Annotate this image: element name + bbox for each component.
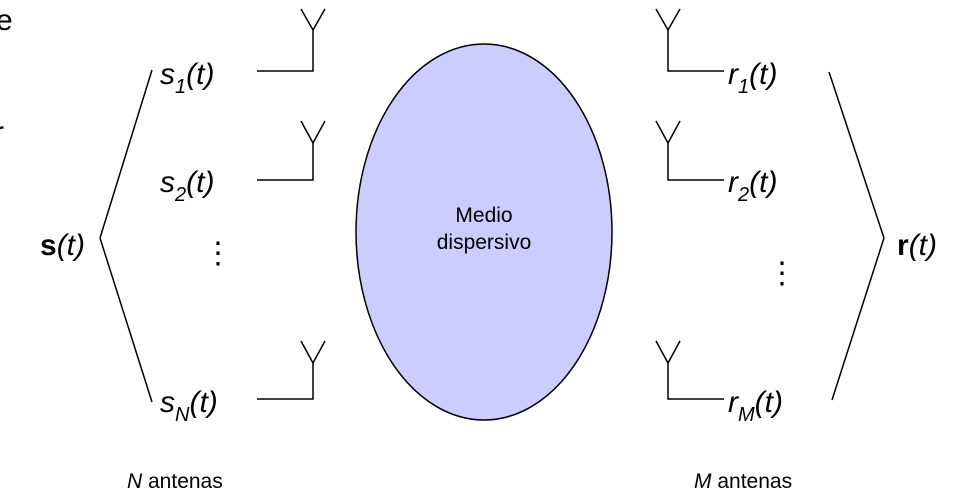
rx-antenna-count-caption: M antenas xyxy=(694,470,792,493)
tx-antenna-count-caption: N antenas xyxy=(127,470,223,493)
medium-label-line1: Medio xyxy=(455,204,512,227)
rx-antenna-m xyxy=(655,340,724,400)
tx-signal-1: s1(t) xyxy=(160,58,214,98)
cropped-glyph-top: e xyxy=(0,4,13,37)
dispersive-medium-ellipse xyxy=(355,43,613,421)
rx-signal-m: rM(t) xyxy=(728,386,783,426)
rx-antenna-2 xyxy=(655,120,724,181)
rx-vector-label: r(t) xyxy=(897,229,937,262)
tx-antenna-2 xyxy=(257,120,326,181)
rx-fan-bracket xyxy=(828,71,885,401)
tx-fan-bracket xyxy=(99,69,153,403)
rx-signal-2: r2(t) xyxy=(728,166,777,206)
rx-ellipsis: ⋮ xyxy=(767,257,797,290)
tx-signal-n: sN(t) xyxy=(160,386,218,426)
tx-antenna-1 xyxy=(257,8,326,72)
rx-signal-1: r1(t) xyxy=(728,58,777,98)
tx-signal-2: s2(t) xyxy=(160,166,214,206)
tx-vector-label: s(t) xyxy=(40,229,85,262)
medium-label-line2: dispersivo xyxy=(437,231,532,254)
rx-antenna-1 xyxy=(655,8,724,72)
tx-antenna-n xyxy=(257,340,326,400)
cropped-glyph-mid: r xyxy=(0,116,4,149)
tx-ellipsis: ⋮ xyxy=(203,237,233,270)
